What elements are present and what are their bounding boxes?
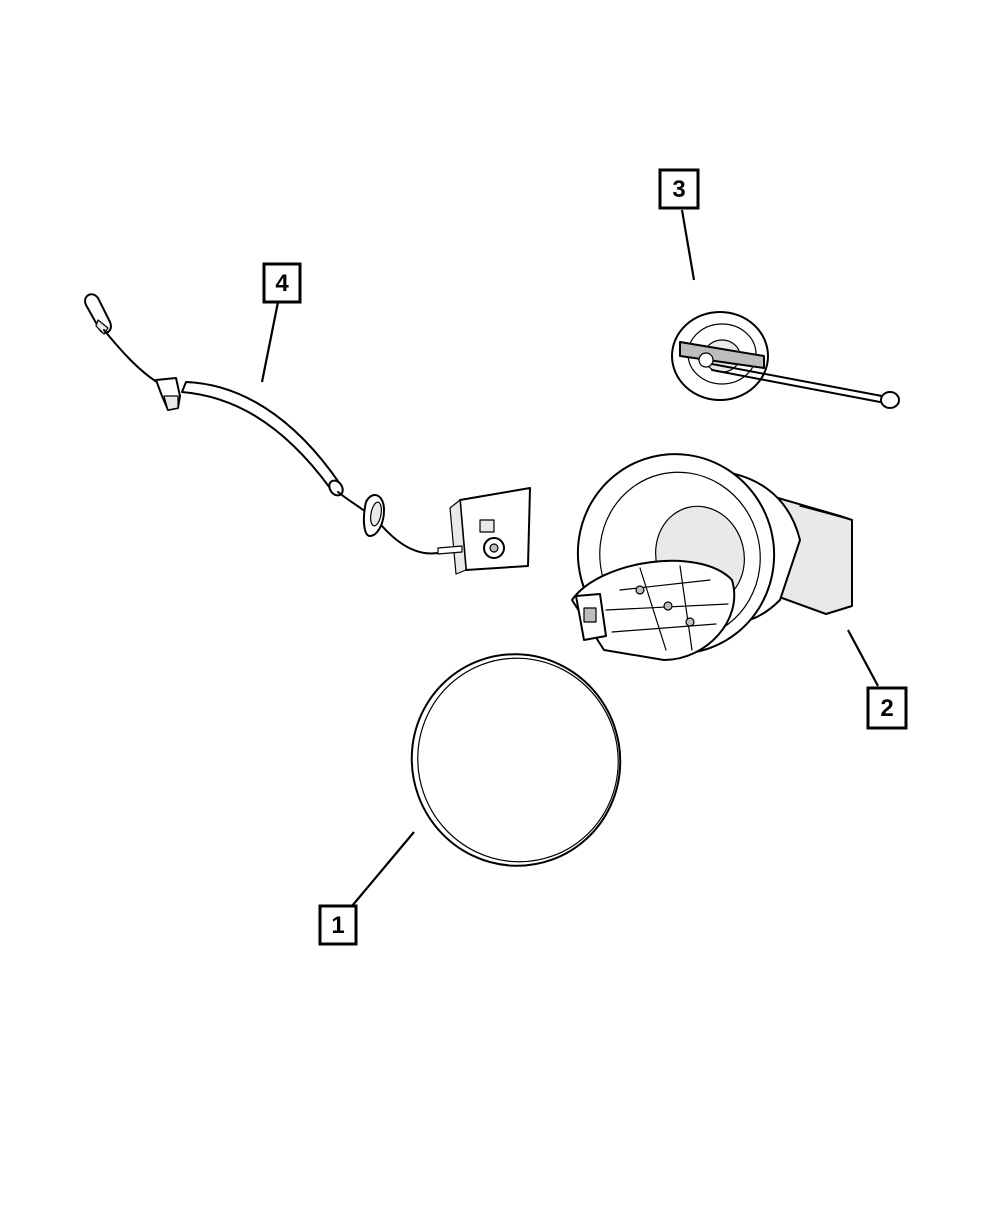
part-3-fuel-cap [671, 311, 900, 409]
part-2-fuel-door-housing [571, 453, 853, 661]
release-actuator [437, 487, 531, 575]
callout-4-label: 4 [275, 270, 289, 297]
callout-2-label: 2 [880, 695, 893, 722]
tether-ring [880, 391, 900, 409]
leader-line-3 [680, 209, 696, 281]
leader-line-4 [260, 301, 280, 383]
callout-4: 4 [262, 262, 302, 304]
cable-grommet [362, 494, 385, 537]
callout-3: 3 [658, 168, 700, 210]
leader-line-2 [847, 629, 879, 687]
part-1-fuel-door-panel [410, 653, 622, 867]
cable-end-tab [84, 293, 112, 335]
callout-2: 2 [866, 686, 908, 730]
cable-sheath [181, 381, 344, 497]
part-4-release-cable [84, 293, 531, 575]
callout-3-label: 3 [672, 176, 685, 203]
cable-clip [155, 377, 181, 411]
callout-1-label: 1 [331, 912, 344, 939]
leader-line-1 [351, 831, 415, 907]
callout-1: 1 [318, 904, 358, 946]
